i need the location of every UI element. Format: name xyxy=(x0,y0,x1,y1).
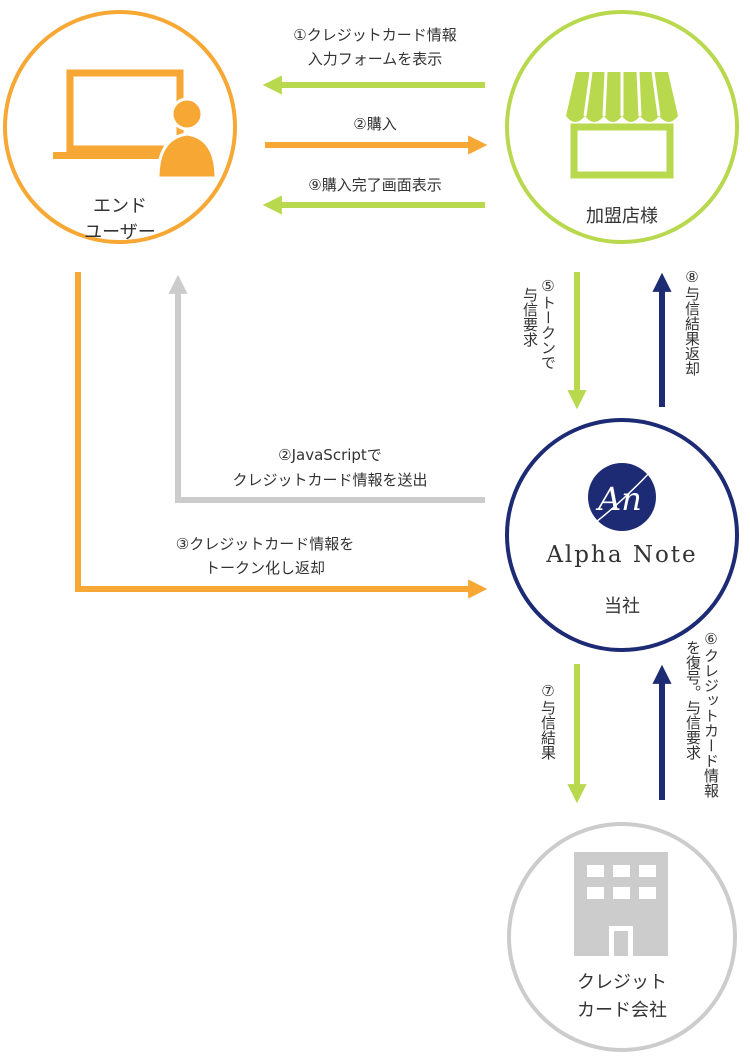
arrow-auth-result-return-label: ⑧与信結果返却 xyxy=(683,268,701,376)
arrow-display-form-label-line1: ①クレジットカード情報 xyxy=(293,26,456,44)
company-node: An Alpha Note 当社 xyxy=(505,418,739,652)
end-user-node: エンド ユーザー xyxy=(3,10,237,244)
merchant-node: 加盟店様 xyxy=(505,10,739,244)
arrow-tokenize-return: ③クレジットカード情報を トークン化し返却 xyxy=(75,272,488,599)
arrow-display-form-label-line2: 入力フォームを表示 xyxy=(308,50,443,68)
arrow-tokenize-return-label-line2: トークン化し返却 xyxy=(205,559,325,577)
company-label: 当社 xyxy=(604,596,640,617)
arrow-decrypt-auth-request-label: ⑥クレジットカード情報を復号。与信要求 xyxy=(684,630,720,798)
card-company-label-line2: カード会社 xyxy=(577,1000,667,1021)
card-company-label-line1: クレジット xyxy=(577,972,667,993)
merchant-label: 加盟店様 xyxy=(586,206,658,227)
arrow-purchase-complete-label: ⑨購入完了画面表示 xyxy=(308,176,441,194)
arrow-token-auth-request-label-line1: ⑤トークンで xyxy=(539,277,557,370)
arrow-display-form: ①クレジットカード情報 入力フォームを表示 xyxy=(262,26,485,95)
arrow-token-auth-request-label-line2: 与信要求 xyxy=(521,287,539,347)
card-company-node: クレジット カード会社 xyxy=(507,822,737,1052)
storefront-icon xyxy=(566,71,678,179)
arrow-purchase-label: ②購入 xyxy=(353,115,396,133)
arrow-token-auth-request-label: ⑤トークンで与信要求 xyxy=(521,277,557,370)
arrow-auth-result-label: ⑦与信結果 xyxy=(539,682,557,760)
arrow-decrypt-auth-request-label-line2: を復号。与信要求 xyxy=(684,640,702,760)
arrow-purchase-complete: ⑨購入完了画面表示 xyxy=(262,176,485,215)
arrow-javascript-send-label-line2: クレジットカード情報を送出 xyxy=(232,471,427,489)
arrow-javascript-send: ②JavaScriptで クレジットカード情報を送出 xyxy=(168,274,485,503)
end-user-label-line2: ユーザー xyxy=(84,222,156,243)
end-user-label-line1: エンド xyxy=(93,196,147,217)
logo-letters: An xyxy=(595,480,642,518)
alpha-note-logo: An xyxy=(588,463,656,531)
arrow-purchase: ②購入 xyxy=(265,115,488,155)
arrow-decrypt-auth-request-label-line1: ⑥クレジットカード情報 xyxy=(702,630,720,798)
building-icon xyxy=(574,852,668,956)
company-brand-name: Alpha Note xyxy=(545,542,697,568)
arrow-javascript-send-label-line1: ②JavaScriptで xyxy=(278,446,382,464)
arrow-tokenize-return-label-line1: ③クレジットカード情報を xyxy=(176,535,354,553)
laptop-user-icon xyxy=(53,69,218,180)
